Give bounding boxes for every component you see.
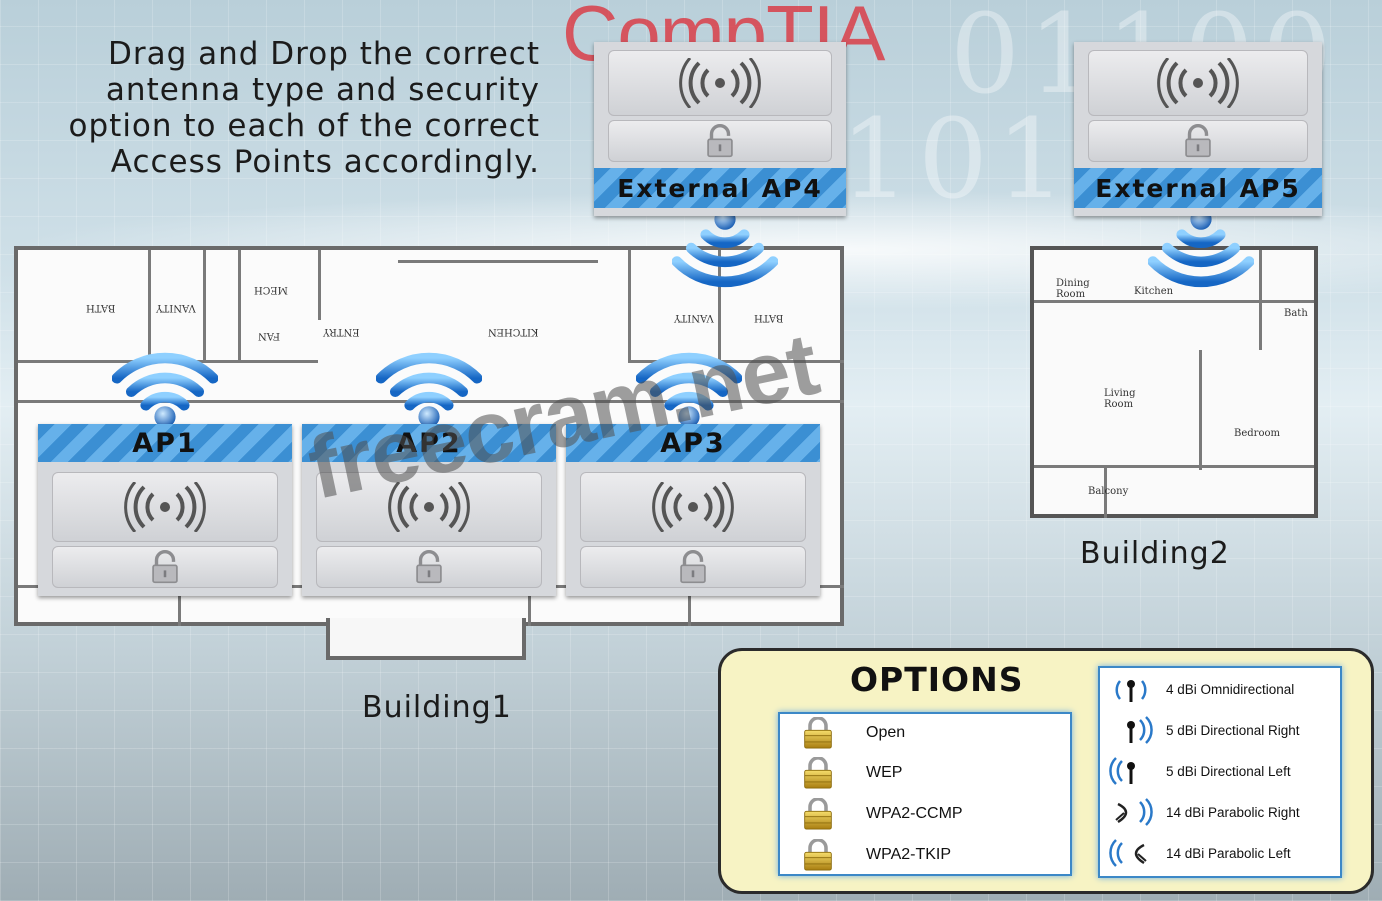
room-label: Living Room [1104,388,1136,410]
option-label: WPA2-TKIP [866,846,952,863]
antenna-options-box [1098,666,1342,878]
wifi-signal-icon [672,206,778,296]
room-label: Bedroom [1234,428,1280,439]
room-label: BATH [86,302,116,313]
option-label: WEP [866,764,903,781]
ap2-antenna-drop-slot[interactable] [316,472,542,542]
ap5-security-drop-slot[interactable] [1088,120,1308,162]
ap4-antenna-drop-slot[interactable] [608,50,832,116]
ap1-label: AP1 [38,424,292,462]
option-label: 4 dBi Omnidirectional [1166,681,1295,697]
options-title: OPTIONS [850,660,1024,699]
ap5-card: External AP5 [1074,42,1322,216]
directional-right-antenna-icon [1108,716,1153,744]
padlock-icon [412,550,446,584]
antenna-option-omni[interactable]: 4 dBi Omnidirectional [1108,672,1336,706]
padlock-icon [676,550,710,584]
ap2-label: AP2 [302,424,556,462]
antenna-option-directional-right[interactable]: 5 dBi Directional Right [1108,713,1336,747]
option-label: 5 dBi Directional Left [1166,763,1291,779]
option-label: 5 dBi Directional Right [1166,722,1300,738]
room-label: Kitchen [1134,286,1174,297]
ap1-card: AP1 [38,424,292,596]
building1-entry-stub [326,618,526,660]
radio-signal-icon [648,482,738,532]
room-label: ENTRY [323,326,360,337]
ap5-antenna-drop-slot[interactable] [1088,50,1308,116]
wifi-signal-icon [1148,206,1254,296]
room-label: FAN [258,330,281,341]
security-option-wpa2-ccmp[interactable]: WPA2-CCMP [800,797,1060,831]
padlock-icon [1181,124,1215,158]
ap1-security-drop-slot[interactable] [52,546,278,588]
radio-signal-icon [1153,58,1243,108]
ap4-label: External AP4 [594,168,846,208]
security-option-wep[interactable]: WEP [800,756,1060,790]
antenna-option-directional-left[interactable]: 5 dBi Directional Left [1108,754,1336,788]
room-label: Balcony [1088,486,1129,497]
gold-padlock-icon [800,839,836,871]
parabolic-right-antenna-icon [1115,798,1153,826]
room-label: VANITY [674,312,714,323]
ap3-label: AP3 [566,424,820,462]
padlock-icon [148,550,182,584]
option-label: 14 dBi Parabolic Right [1166,804,1300,820]
ap4-card: External AP4 [594,42,846,216]
room-label: Bath [1284,308,1308,319]
option-label: 14 dBi Parabolic Left [1166,845,1291,861]
room-label: MECH [254,284,288,295]
instructions-line: option to each of the correct [68,108,540,144]
instructions-line: antenna type and security [105,72,540,108]
gold-padlock-icon [800,757,836,789]
ap2-security-drop-slot[interactable] [316,546,542,588]
ap1-antenna-drop-slot[interactable] [52,472,278,542]
radio-signal-icon [120,482,210,532]
building2-label: Building2 [1080,536,1230,571]
ap3-card: AP3 [566,424,820,596]
radio-signal-icon [675,58,765,108]
wifi-signal-icon [112,340,218,430]
instructions-line: Drag and Drop the correct [107,36,540,72]
room-label: KITCHEN [488,326,539,337]
security-option-open[interactable]: Open [800,716,1060,750]
security-option-wpa2-tkip[interactable]: WPA2-TKIP [800,838,1060,872]
room-label: Dining Room [1056,278,1090,300]
directional-left-antenna-icon [1109,757,1154,785]
gold-padlock-icon [800,717,836,749]
ap3-security-drop-slot[interactable] [580,546,806,588]
antenna-option-parabolic-left[interactable]: 14 dBi Parabolic Left [1108,836,1336,870]
ap5-label: External AP5 [1074,168,1322,208]
omnidirectional-antenna-icon [1115,675,1147,703]
gold-padlock-icon [800,798,836,830]
room-label: VANITY [156,302,196,313]
instructions-line: Access Points accordingly. [110,144,540,180]
ap3-antenna-drop-slot[interactable] [580,472,806,542]
option-label: Open [866,724,906,741]
parabolic-left-antenna-icon [1109,839,1147,867]
option-label: WPA2-CCMP [866,805,963,822]
building2-floorplan: Dining Room Kitchen Bath Living Room Bed… [1030,246,1318,518]
building1-label: Building1 [362,690,512,725]
ap2-card: AP2 [302,424,556,596]
antenna-option-parabolic-right[interactable]: 14 dBi Parabolic Right [1108,795,1336,829]
padlock-icon [703,124,737,158]
instructions-text: Drag and Drop the correct antenna type a… [40,36,540,180]
ap4-security-drop-slot[interactable] [608,120,832,162]
